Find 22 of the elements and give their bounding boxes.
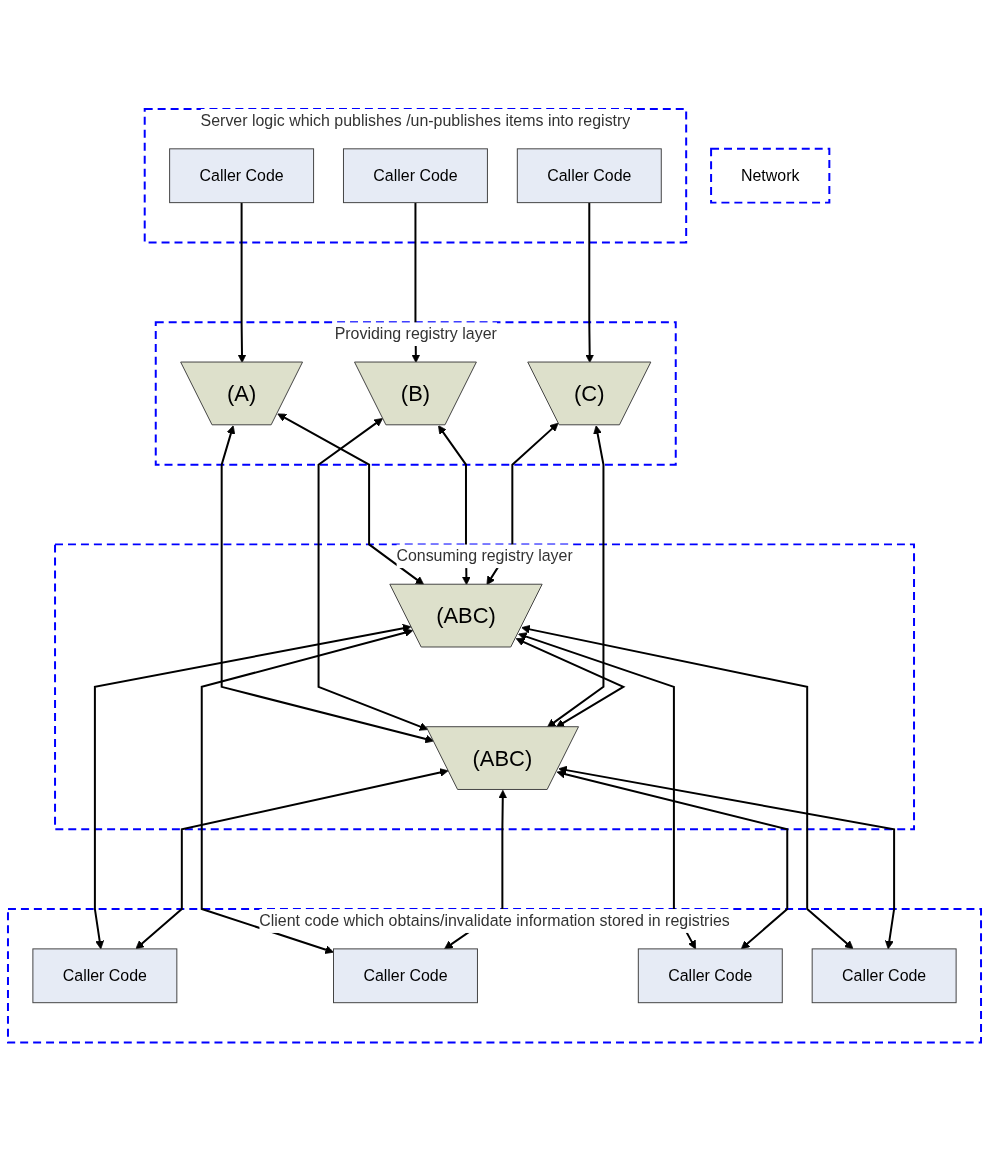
arrow (556, 769, 789, 949)
arrow (558, 765, 896, 949)
arrow (200, 628, 414, 954)
arrow (518, 632, 697, 949)
arrow (135, 767, 449, 949)
arrow (515, 637, 626, 728)
arrow (93, 623, 412, 949)
node-box: Caller Code (637, 948, 783, 1003)
arrow (547, 425, 605, 728)
arrow (237, 201, 247, 363)
arrow (220, 425, 434, 744)
arrow (585, 201, 595, 363)
node-box: Network (710, 147, 831, 204)
arrow (317, 417, 429, 731)
arrow (277, 413, 425, 585)
node-box: Caller Code (32, 948, 178, 1003)
node-box: Caller Code (516, 148, 662, 203)
node-box: Caller Code (169, 148, 315, 203)
node-box: Caller Code (333, 948, 478, 1003)
node-box: Caller Code (811, 948, 957, 1003)
arrow (521, 624, 854, 949)
node-box: Caller Code (342, 148, 488, 203)
